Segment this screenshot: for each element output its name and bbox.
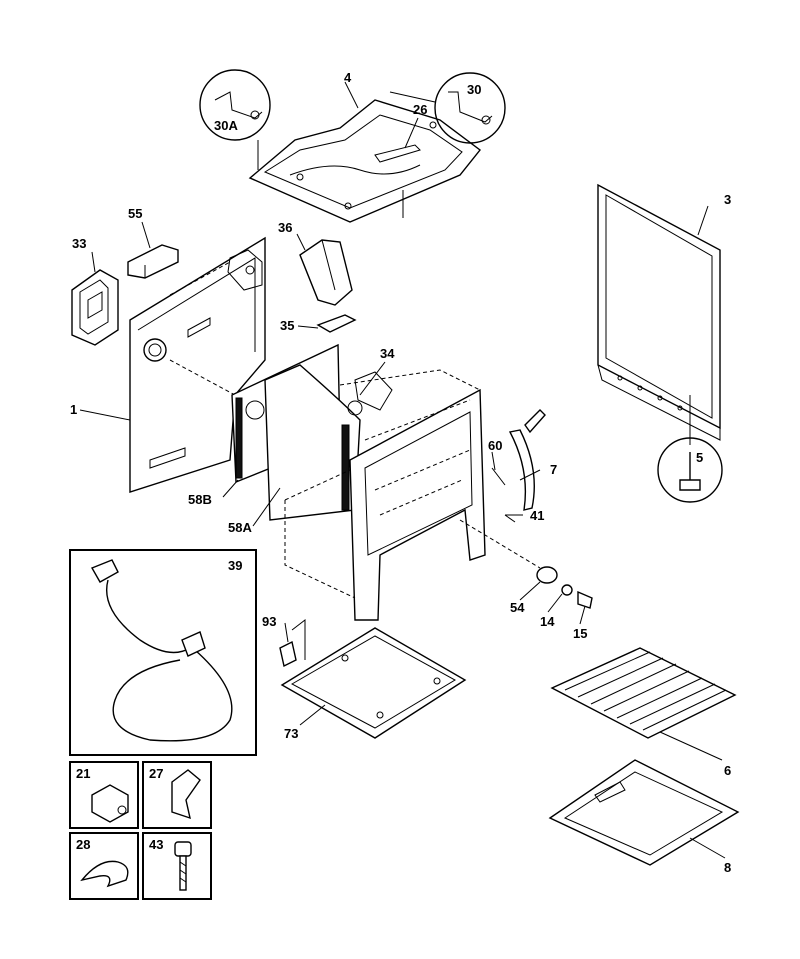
box-28-clip [69, 832, 139, 900]
callout-58b: 58B [188, 492, 212, 507]
callout-7: 7 [550, 462, 557, 477]
insulation-panel-58a [264, 364, 361, 521]
callout-60: 60 [488, 438, 502, 453]
plate-part-35 [316, 314, 357, 333]
oven-body-frame [284, 369, 486, 621]
callout-41: 41 [530, 508, 544, 523]
callout-14: 14 [540, 614, 555, 629]
callout-93: 93 [262, 614, 276, 629]
callout-15: 15 [573, 626, 587, 641]
box-label-28: 28 [76, 837, 90, 852]
callout-35: 35 [280, 318, 294, 333]
switch-part-93 [279, 618, 306, 668]
detail-circle-30 [389, 72, 506, 144]
detail-circle-5 [657, 437, 723, 503]
box-label-21: 21 [76, 766, 90, 781]
callout-30: 30 [467, 82, 481, 97]
box-21-clip [69, 761, 139, 829]
callout-26: 26 [413, 102, 427, 117]
duct-part-36 [299, 239, 353, 306]
callout-33: 33 [72, 236, 86, 251]
side-panel-part-3 [597, 183, 721, 445]
box-43-screw [142, 832, 212, 900]
box-39-power-cord [69, 549, 257, 756]
box-label-27: 27 [149, 766, 163, 781]
callout-55: 55 [128, 206, 142, 221]
callout-58a: 58A [228, 520, 252, 535]
box-label-43: 43 [149, 837, 163, 852]
top-panel-part [248, 99, 481, 223]
bottom-panel-part-73 [280, 627, 467, 739]
leader-lines [79, 81, 726, 859]
callout-1: 1 [70, 402, 77, 417]
bracket-part-33 [71, 269, 119, 346]
bracket-part-55 [127, 244, 179, 279]
box-label-39: 39 [228, 558, 242, 573]
detail-circle-30a [199, 69, 271, 170]
callout-36: 36 [278, 220, 292, 235]
callout-30a: 30A [214, 118, 238, 133]
box-27-bracket [142, 761, 212, 829]
hinge-parts-60-7 [491, 409, 546, 523]
callout-8: 8 [724, 860, 731, 875]
callout-34: 34 [380, 346, 395, 361]
callout-4: 4 [344, 70, 352, 85]
callout-73: 73 [284, 726, 298, 741]
oven-rack-part-6 [550, 647, 737, 739]
callout-54: 54 [510, 600, 525, 615]
knob-parts-54-14-15 [459, 519, 593, 609]
callout-3: 3 [724, 192, 731, 207]
callout-5: 5 [696, 450, 703, 465]
callout-6: 6 [724, 763, 731, 778]
